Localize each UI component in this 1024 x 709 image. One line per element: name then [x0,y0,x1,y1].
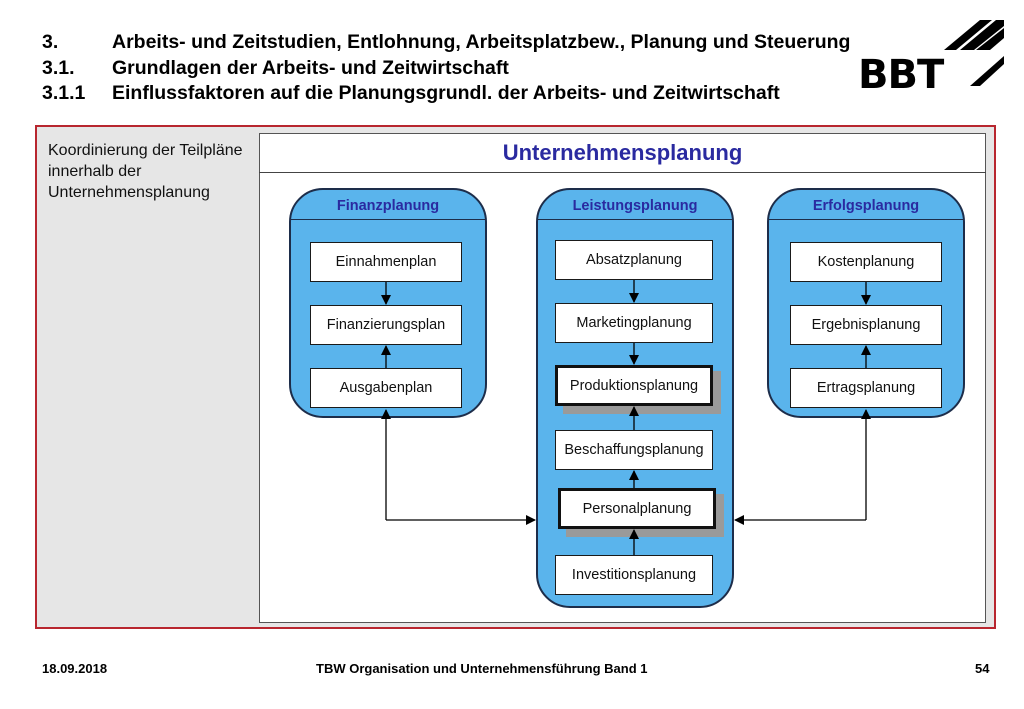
column-divider [769,219,963,220]
column-divider [291,219,485,220]
footer-page-number: 54 [975,661,990,676]
column-title: Erfolgsplanung [812,198,920,214]
box-finanzierungsplan: Finanzierungsplan [310,305,462,345]
header-number: 3.1.1 [42,82,86,104]
footer-title: TBW Organisation und Unternehmensführung… [316,661,648,676]
header-number: 3. [42,31,59,53]
box-kostenplanung: Kostenplanung [790,242,942,282]
intro-text: Koordinierung der Teilpläne innerhalb de… [48,142,243,201]
footer-date: 18.09.2018 [42,661,108,676]
diagram-title: Unternehmensplanung [502,140,743,165]
box-produktionsplanung: Produktionsplanung [555,365,713,406]
logo-text: BBT [858,52,945,96]
box-einnahmenplan: Einnahmenplan [310,242,462,282]
bbt-logo: BBT [858,20,1004,96]
box-personalplanung: Personalplanung [558,488,716,529]
header-text: Arbeits- und Zeitstudien, Entlohnung, Ar… [112,31,851,53]
column-divider [538,219,732,220]
box-beschaffungsplanung: Beschaffungsplanung [555,430,713,470]
box-marketingplanung: Marketingplanung [555,303,713,343]
column-title: Finanzplanung [336,198,440,214]
column-title: Leistungsplanung [572,198,698,214]
box-absatzplanung: Absatzplanung [555,240,713,280]
box-ergebnisplanung: Ergebnisplanung [790,305,942,345]
header-text: Grundlagen der Arbeits- und Zeitwirtscha… [112,57,509,79]
box-investitionsplanung: Investitionsplanung [555,555,713,595]
diagram-title-bar [259,133,986,173]
box-ausgabenplan: Ausgabenplan [310,368,462,408]
header-number: 3.1. [42,57,75,79]
box-ertragsplanung: Ertragsplanung [790,368,942,408]
header-text: Einflussfaktoren auf die Planungsgrundl.… [112,82,780,104]
